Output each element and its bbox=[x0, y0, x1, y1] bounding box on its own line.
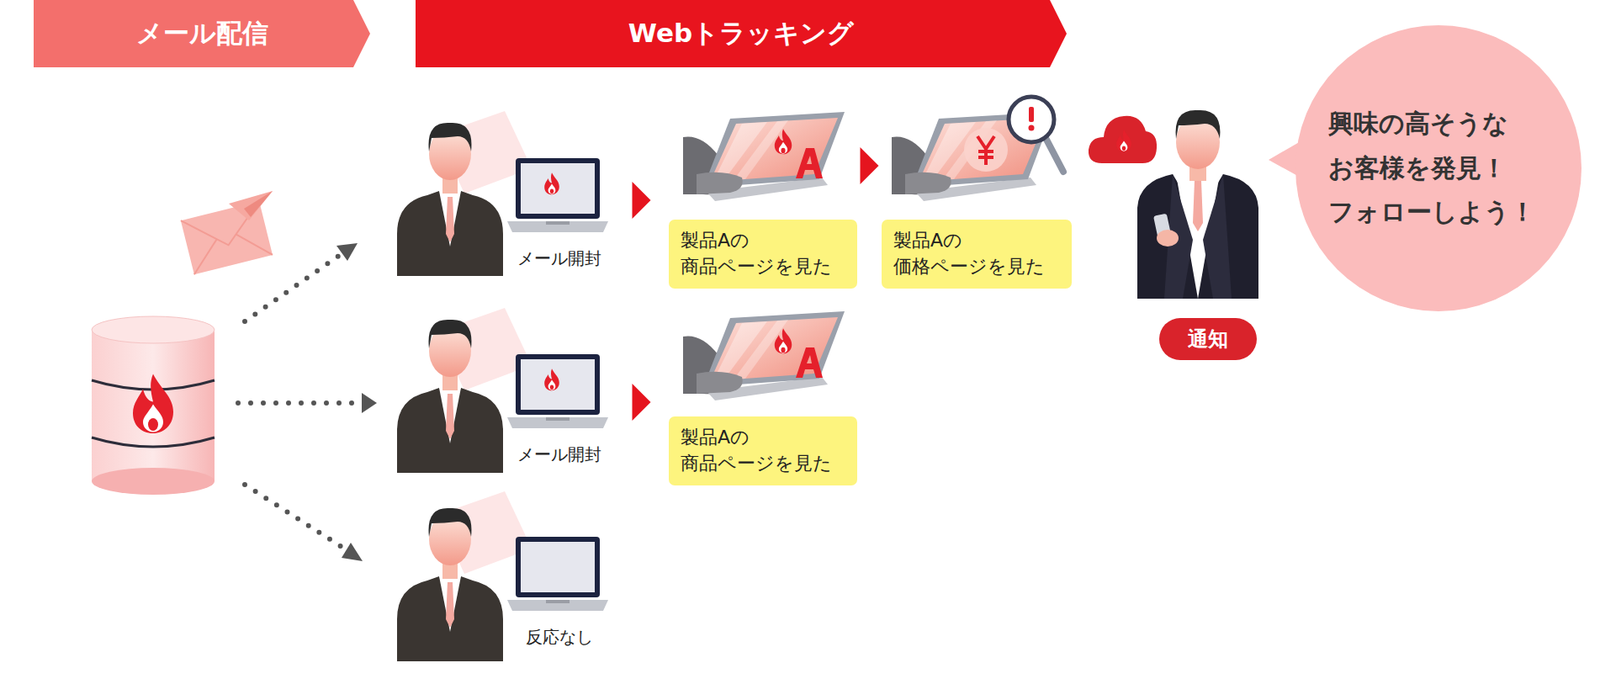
product-page-laptop bbox=[683, 111, 845, 202]
node-text: メール開封 bbox=[504, 247, 615, 271]
node-text: Webトラッキング bbox=[628, 15, 854, 52]
laptop bbox=[507, 536, 609, 611]
flow-arrow bbox=[614, 383, 669, 421]
node-text: メール開封 bbox=[504, 443, 615, 467]
product-page-laptop bbox=[683, 311, 845, 401]
person bbox=[397, 508, 504, 662]
header-band: Webトラッキング bbox=[415, 0, 1067, 68]
node-text: 製品Aの 価格ページを見た bbox=[893, 227, 1060, 281]
node-text: 興味の高そうな お客様を発見！ フォローしよう！ bbox=[1328, 101, 1549, 235]
notify-badge: 通知 bbox=[1159, 317, 1257, 361]
speech-bubble: 興味の高そうな お客様を発見！ フォローしよう！ bbox=[1295, 25, 1582, 312]
node-text: 製品Aの 商品ページを見た bbox=[680, 227, 846, 281]
paper-plane bbox=[228, 190, 273, 221]
action-note: 製品Aの 商品ページを見た bbox=[668, 219, 858, 289]
laptop bbox=[507, 354, 609, 429]
header-band: メール配信 bbox=[33, 0, 371, 68]
dotted-arrow bbox=[238, 243, 377, 562]
flame-icon bbox=[544, 368, 560, 391]
node-text: 通知 bbox=[1187, 325, 1229, 353]
laptop bbox=[507, 158, 609, 233]
envelope bbox=[180, 201, 273, 275]
flow-arrow bbox=[857, 147, 882, 185]
price-page-laptop bbox=[891, 96, 1064, 202]
recipient: メール開封 bbox=[395, 109, 615, 278]
recipient: メール開封 bbox=[395, 305, 615, 474]
action-note: 製品Aの 価格ページを見た bbox=[881, 219, 1072, 289]
salesperson bbox=[1137, 110, 1259, 299]
action-note: 製品Aの 商品ページを見た bbox=[668, 416, 858, 486]
flame-icon bbox=[544, 172, 560, 195]
node-text: メール配信 bbox=[136, 15, 269, 52]
flow-arrow bbox=[614, 181, 669, 219]
node-text: 製品Aの 商品ページを見た bbox=[680, 424, 846, 477]
person bbox=[397, 319, 504, 473]
person bbox=[397, 122, 504, 276]
database bbox=[91, 316, 215, 495]
cloud-icon bbox=[1088, 116, 1157, 164]
recipient: 反応なし bbox=[395, 487, 615, 657]
node-text: 反応なし bbox=[504, 625, 615, 649]
